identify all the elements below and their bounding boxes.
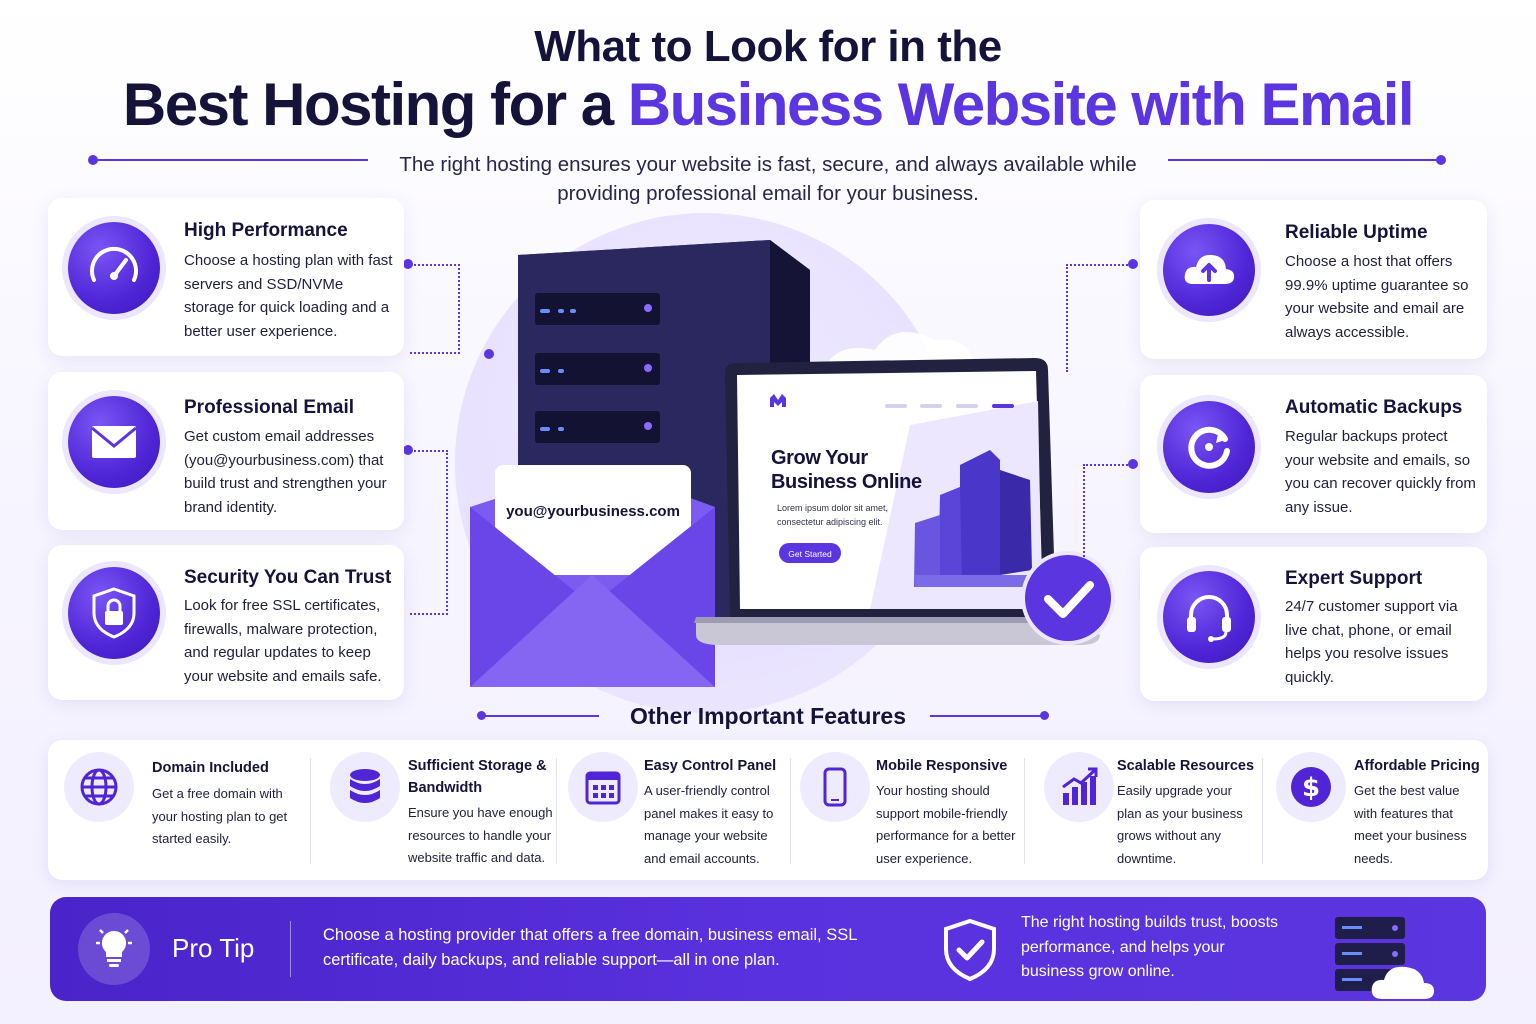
card-text: Look for free SSL certificates, firewall… (184, 597, 382, 685)
feature-card-automatic-backups: Automatic Backups Regular backups protec… (1140, 375, 1487, 533)
headset-icon (1163, 571, 1255, 663)
pro-tip-trust-text: The right hosting builds trust, boosts p… (1021, 914, 1279, 980)
card-text: 24/7 customer support via live chat, pho… (1285, 598, 1458, 686)
hero-illustration (470, 240, 1115, 687)
feature-divider (790, 758, 791, 864)
feature-text: Easily upgrade your plan as your busines… (1117, 783, 1243, 866)
speedometer-icon (68, 222, 160, 314)
connector-dot (403, 445, 413, 455)
title-highlight-part: Business Website with Email (627, 71, 1415, 138)
svg-text:$: $ (1302, 773, 1320, 803)
connector-line (410, 450, 448, 615)
feature-domain-included: Domain Included Get a free domain with y… (48, 740, 308, 880)
card-title: Expert Support (1285, 568, 1423, 589)
subtitle: The right hosting ensures your website i… (399, 153, 1137, 205)
divider-line (930, 715, 1044, 717)
feature-card-high-performance: High Performance Choose a hosting plan w… (48, 198, 404, 356)
laptop-get-started-button[interactable]: Get Started (788, 549, 832, 559)
feature-text: Get a free domain with your hosting plan… (152, 786, 288, 846)
feature-title: Affordable Pricing (1354, 758, 1480, 774)
database-icon (330, 752, 400, 822)
other-features-panel: Domain Included Get a free domain with y… (48, 740, 1488, 880)
rule-dot (1040, 711, 1049, 720)
feature-divider (556, 758, 557, 864)
growth-chart-icon (1044, 752, 1114, 822)
card-text: Choose a host that offers 99.9% uptime g… (1285, 253, 1469, 341)
connector-line (1083, 464, 1128, 564)
feature-scalable-resources: Scalable Resources Easily upgrade your p… (1028, 740, 1260, 880)
feature-divider (310, 758, 311, 864)
shield-check-icon (940, 917, 1000, 988)
feature-card-professional-email: Professional Email Get custom email addr… (48, 372, 404, 530)
connector-dot (1128, 459, 1138, 469)
feature-card-reliable-uptime: Reliable Uptime Choose a host that offer… (1140, 200, 1487, 359)
laptop-headline: Grow Your Business Online (771, 447, 922, 493)
calendar-grid-icon (568, 752, 638, 822)
feature-divider (1262, 758, 1263, 864)
cloud-upload-icon (1163, 224, 1255, 316)
page-title-line-1: What to Look for in the (534, 22, 1002, 71)
dollar-icon: $ (1276, 752, 1346, 822)
feature-text: Your hosting should support mobile-frien… (876, 783, 1016, 866)
feature-text: Ensure you have enough resources to hand… (408, 805, 553, 865)
card-title: Automatic Backups (1285, 397, 1463, 418)
feature-card-security: Security You Can Trust Look for free SSL… (48, 545, 404, 700)
rule-dot (1436, 155, 1446, 165)
card-text: Choose a hosting plan with fast servers … (184, 252, 393, 340)
padlock-shield-icon (68, 567, 160, 659)
globe-icon (64, 752, 134, 822)
connector-dot (1128, 259, 1138, 269)
connector-dot (484, 349, 494, 359)
hero-email-address: you@yourbusiness.com (506, 503, 680, 520)
server-cloud-icon (1335, 917, 1434, 999)
feature-title: Mobile Responsive (876, 758, 1008, 774)
card-title: High Performance (184, 220, 348, 241)
card-text: Get custom email addresses (you@yourbusi… (184, 428, 387, 516)
feature-control-panel: Easy Control Panel A user-friendly contr… (552, 740, 792, 880)
feature-text: A user-friendly control panel makes it e… (644, 783, 774, 866)
laptop-body-text: Lorem ipsum dolor sit amet, consectetur … (777, 503, 889, 527)
pro-tip-label: Pro Tip (172, 933, 255, 963)
feature-title: Easy Control Panel (644, 758, 777, 774)
divider-line (1168, 159, 1440, 161)
card-title: Reliable Uptime (1285, 222, 1428, 243)
connector-line (410, 264, 460, 354)
refresh-icon (1163, 401, 1255, 493)
divider-line (481, 715, 599, 717)
feature-title: Scalable Resources (1117, 758, 1255, 774)
feature-title: Sufficient Storage & Bandwidth (408, 758, 547, 796)
page-title-line-2: Best Hosting for a Business Website with… (0, 70, 1536, 139)
feature-mobile-responsive: Mobile Responsive Your hosting should su… (784, 740, 1024, 880)
envelope-icon (68, 396, 160, 488)
lightbulb-icon (78, 913, 150, 985)
feature-title: Domain Included (152, 760, 269, 776)
feature-text: Get the best value with features that me… (1354, 783, 1467, 866)
title-dark-part: Best Hosting for a (122, 71, 628, 138)
pro-tip-text: Choose a hosting provider that offers a … (323, 926, 857, 969)
connector-line (1066, 264, 1128, 372)
connector-dot (403, 259, 413, 269)
feature-storage-bandwidth: Sufficient Storage & Bandwidth Ensure yo… (314, 740, 554, 880)
card-title: Professional Email (184, 397, 355, 418)
pro-tip-divider (290, 921, 291, 977)
other-features-title: Other Important Features (629, 703, 907, 729)
card-text: Regular backups protect your website and… (1285, 428, 1476, 516)
divider-line (92, 159, 368, 161)
feature-affordable-pricing: $ Affordable Pricing Get the best value … (1260, 740, 1488, 880)
smartphone-icon (800, 752, 870, 822)
pro-tip-banner: Pro Tip Choose a hosting provider that o… (50, 897, 1486, 1001)
feature-card-expert-support: Expert Support 24/7 customer support via… (1140, 547, 1487, 701)
card-title: Security You Can Trust (184, 567, 392, 588)
feature-divider (1024, 758, 1025, 864)
